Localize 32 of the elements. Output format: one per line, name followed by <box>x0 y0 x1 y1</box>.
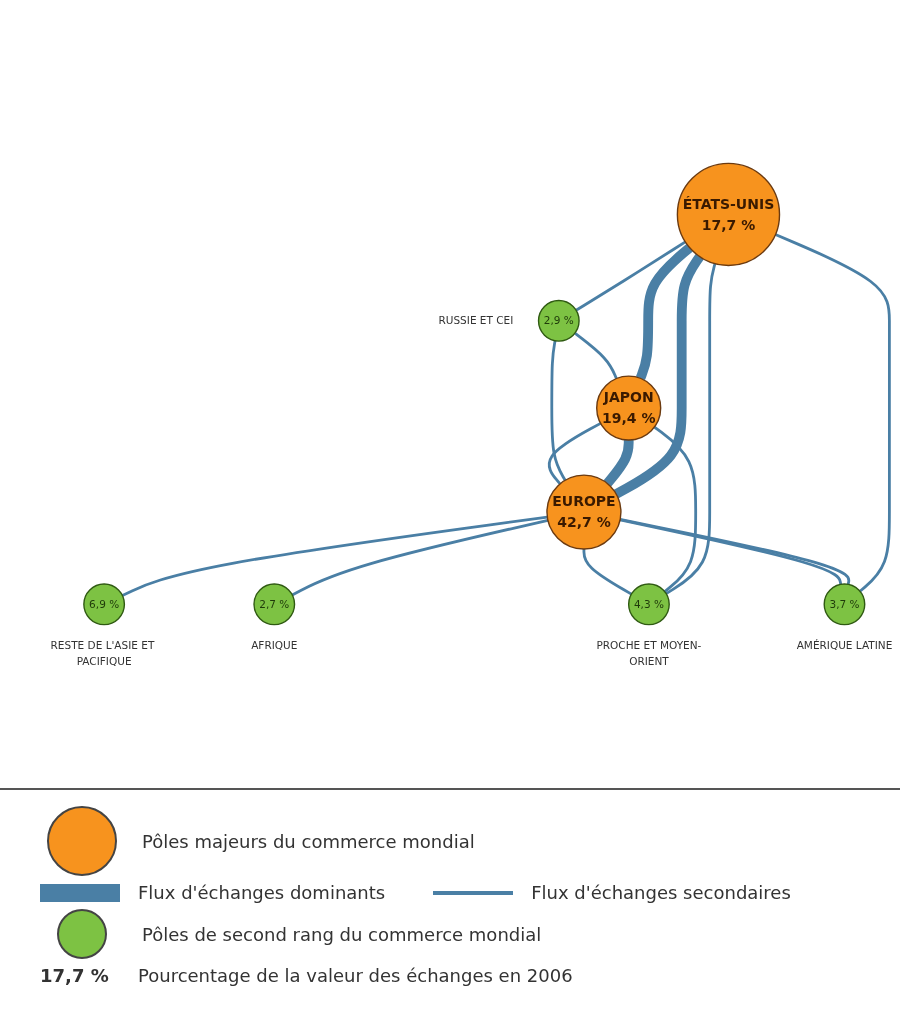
connector <box>291 518 549 597</box>
connector <box>574 332 618 380</box>
legend-text: Flux d'échanges dominants <box>138 882 386 903</box>
sample-value: 17,7 % <box>40 965 110 986</box>
legend-text: Pôles de second rang du commerce mondial <box>142 923 542 945</box>
legend-text: Flux d'échanges secondaires <box>531 882 791 903</box>
node-circle: EUROPE 42,7 % <box>546 474 622 550</box>
node-label: AFRIQUE <box>251 639 298 652</box>
connector <box>635 243 693 381</box>
legend-text: Pôles majeurs du commerce mondial <box>142 830 475 852</box>
connector <box>613 253 704 499</box>
node-circle: 2,7 % <box>253 583 296 626</box>
node-circle: JAPON 19,4 % <box>596 375 662 441</box>
connector <box>547 422 602 485</box>
connector <box>653 425 698 593</box>
node-circle: 4,3 % <box>627 583 670 626</box>
node-circle: 6,9 % <box>83 583 126 626</box>
legend-text: Pourcentage de la valeur des échanges en 2006 <box>138 965 573 986</box>
connector <box>575 240 687 312</box>
node-label: RUSSIE ET CEI <box>438 314 514 327</box>
node-circle: 3,7 % <box>823 583 866 626</box>
connector <box>603 438 634 487</box>
connector <box>582 549 633 596</box>
node-circle: 2,9 % <box>537 299 580 342</box>
node-label: AMÉRIQUE LATINE <box>796 639 893 652</box>
node-label: PROCHE ET MOYEN-ORIENT <box>596 639 702 668</box>
connector <box>665 263 717 595</box>
node-label: RESTE DE L'ASIE ET PACIFIQUE <box>50 639 155 668</box>
connector <box>121 515 548 597</box>
node-circle: ÉTATS-UNIS 17,7 % <box>676 162 781 267</box>
connector <box>550 340 567 481</box>
connector <box>774 233 891 593</box>
